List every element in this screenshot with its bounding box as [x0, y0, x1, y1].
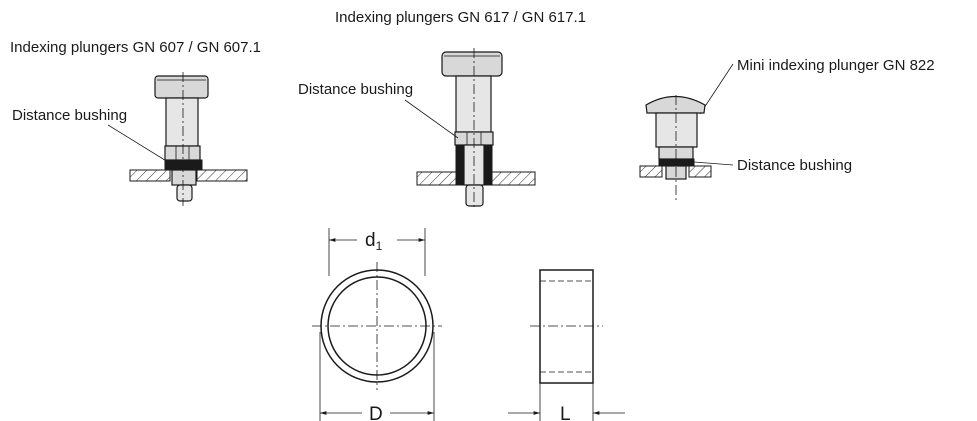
gn822-label: Mini indexing plunger GN 822 — [737, 57, 935, 74]
bushing-side-rect — [539, 269, 594, 384]
dim-D-label: D — [369, 404, 383, 421]
dimension-d1: d1 — [328, 228, 426, 276]
gn822-body — [655, 112, 698, 148]
gn607-nut — [164, 145, 201, 161]
gn607-pin — [176, 184, 193, 202]
bushing-leader-left — [107, 124, 169, 163]
bushing-label-center: Distance bushing — [298, 81, 413, 98]
gn822-plate-left — [639, 165, 663, 178]
gn617-label: Indexing plungers GN 617 / GN 617.1 — [335, 9, 586, 26]
gn607-assembly: Indexing plungers GN 607 / GN 607.1 Dist… — [10, 39, 261, 206]
dimension-D: D — [319, 332, 435, 421]
gn607-plate-left — [129, 169, 171, 182]
gn607-knob — [154, 75, 209, 99]
dim-L-label: L — [560, 404, 571, 421]
gn617-body — [455, 75, 492, 133]
gn617-plate-right — [491, 171, 536, 186]
gn822-assembly: Mini indexing plunger GN 822 Distance bu… — [639, 57, 935, 200]
gn617-assembly: Indexing plungers GN 617 / GN 617.1 Dist… — [298, 9, 586, 210]
gn607-body — [165, 97, 199, 147]
bushing-leader-center — [404, 99, 459, 139]
bushing-leader-right — [693, 161, 734, 166]
gn607-plate-right — [196, 169, 248, 182]
gn822-knob — [645, 96, 706, 114]
bushing-label-left: Distance bushing — [12, 107, 127, 124]
gn607-thread — [171, 169, 197, 186]
bushing-label-right: Distance bushing — [737, 157, 852, 174]
gn822-bushing — [658, 158, 695, 167]
dim-d1-label: d1 — [365, 230, 383, 253]
gn607-bushing — [164, 159, 203, 171]
gn607-label: Indexing plungers GN 607 / GN 607.1 — [10, 39, 261, 56]
dimension-L: L — [508, 383, 625, 421]
gn617-knob — [441, 51, 503, 77]
bushing-side-view: L — [508, 269, 625, 421]
gn617-pin — [465, 184, 484, 207]
gn617-plate-left — [416, 171, 457, 186]
bushing-front-view: d1 D — [312, 228, 442, 421]
gn822-plate-right — [688, 165, 712, 178]
